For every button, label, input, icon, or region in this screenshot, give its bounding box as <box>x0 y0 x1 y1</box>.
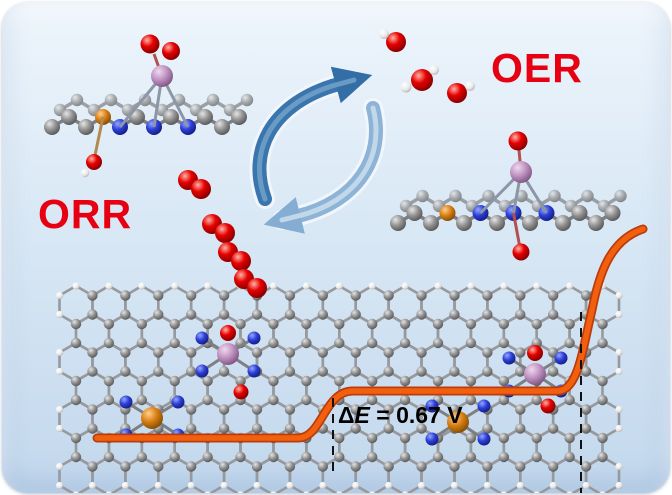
delta-symbol: Δ <box>338 402 355 428</box>
oer-label: OER <box>491 45 583 91</box>
polarization-curve <box>92 224 648 443</box>
cycle-arrows <box>249 66 386 234</box>
catalyst-molecule-orr <box>44 34 254 178</box>
potential-symbol: E <box>354 402 370 428</box>
water-molecules <box>379 29 475 103</box>
catalyst-molecule-oer <box>390 131 627 261</box>
metal-centers <box>119 325 568 446</box>
orr-label: ORR <box>38 191 133 237</box>
oxygen-molecules <box>178 170 267 298</box>
delta-e-annotation: ΔE = 0.67 V <box>338 404 463 427</box>
delta-e-value: = 0.67 V <box>369 402 463 428</box>
